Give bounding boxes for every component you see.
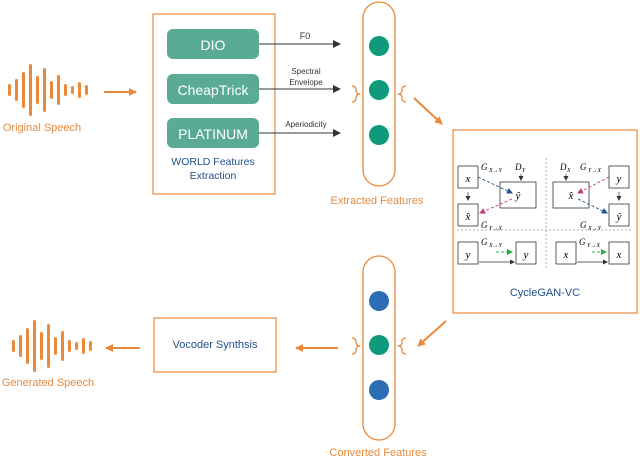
cyclegan-label: CycleGAN-VC: [510, 287, 580, 299]
waveform-bar: [8, 84, 11, 96]
extracted-right-brace-icon: [397, 85, 407, 103]
svg-text:x: x: [563, 249, 569, 261]
waveform-bar: [40, 332, 43, 360]
waveform-bar: [22, 72, 25, 108]
svg-text:Y→X: Y→X: [587, 243, 600, 249]
waveform-bar: [57, 75, 60, 105]
waveform-bar: [47, 324, 50, 368]
svg-text:X→Y: X→Y: [488, 168, 503, 174]
svg-text:y: y: [523, 249, 529, 261]
waveform-bar: [26, 328, 29, 364]
waveform-bar: [75, 342, 78, 350]
module-cheaptrick: [167, 74, 259, 104]
waveform-bar: [71, 86, 74, 94]
svg-text:x̂: x̂: [465, 211, 471, 223]
cyclegan-panel-backward: y ŷ x̂ D X G Y→X G X→Y: [552, 162, 630, 232]
module-platinum: [167, 118, 259, 148]
svg-text:G: G: [579, 237, 586, 247]
waveform-bar: [89, 341, 92, 351]
generated-speech-label: Generated Speech: [2, 377, 94, 389]
converted-node-1: [369, 291, 389, 311]
svg-text:x̂: x̂: [568, 190, 574, 202]
extracted-features-label: Extracted Features: [331, 195, 424, 207]
vocoder-box: [153, 317, 277, 373]
waveform-bar: [29, 64, 32, 116]
waveform-bar: [19, 335, 22, 357]
svg-text:Y→X: Y→X: [588, 168, 601, 174]
waveform-bar: [82, 338, 85, 354]
svg-text:G: G: [580, 162, 587, 172]
extracted-node-3: [369, 125, 389, 145]
svg-text:ŷ: ŷ: [515, 190, 521, 202]
svg-text:Y: Y: [522, 168, 526, 174]
extracted-left-brace-icon: [351, 85, 361, 103]
waveform-bar: [12, 340, 15, 352]
converted-node-2: [369, 335, 389, 355]
module-platinum-label: PLATINUM: [178, 126, 248, 142]
arrow-extracted-to-cyclegan: [413, 97, 443, 125]
waveform-bar: [36, 76, 39, 104]
waveform-bar: [43, 68, 46, 112]
svg-text:G: G: [481, 162, 488, 172]
spectral-label: Spectral: [291, 67, 321, 76]
waveform-bar: [15, 79, 18, 101]
original-speech-waveform-icon: [8, 64, 88, 116]
extracted-node-1: [369, 36, 389, 56]
envelope-label: Envelope: [289, 78, 323, 87]
arrow-cyclegan-to-converted: [417, 320, 447, 347]
svg-text:y: y: [616, 173, 622, 185]
waveform-bar: [85, 85, 88, 95]
vocoder-label: Vocoder Synthsis: [173, 339, 258, 351]
waveform-bar: [64, 84, 67, 96]
cyclegan-panel-forward: x x̂ ŷ G X→Y D Y G Y→X: [457, 162, 537, 232]
svg-text:D: D: [559, 162, 567, 172]
extracted-node-2: [369, 80, 389, 100]
svg-text:D: D: [514, 162, 522, 172]
cyclegan-box: [452, 129, 638, 314]
aperiodicity-label: Aperiodicity: [285, 120, 326, 129]
cyclegan-panel-identity-x: x x G Y→X: [555, 237, 630, 265]
svg-text:G: G: [481, 220, 488, 230]
svg-text:X: X: [566, 168, 571, 174]
converted-features-label: Converted Features: [329, 447, 427, 459]
cyclegan-panel-identity-y: y y G X→Y: [457, 237, 537, 265]
svg-text:ŷ: ŷ: [616, 211, 622, 223]
original-speech-label: Original Speech: [3, 122, 81, 134]
svg-text:X→Y: X→Y: [488, 243, 503, 249]
svg-text:x: x: [616, 249, 622, 261]
svg-text:G: G: [481, 237, 488, 247]
svg-text:X→Y: X→Y: [587, 226, 602, 232]
waveform-bar: [33, 320, 36, 372]
converted-left-brace-icon: [351, 337, 361, 355]
waveform-bar: [68, 340, 71, 352]
waveform-bar: [61, 331, 64, 361]
world-extraction-label-line2: Extraction: [190, 170, 237, 182]
converted-right-brace-icon: [397, 337, 407, 355]
generated-speech-waveform-icon: [12, 320, 92, 372]
svg-text:G: G: [580, 220, 587, 230]
svg-text:y: y: [465, 249, 471, 261]
f0-label: F0: [300, 31, 311, 41]
module-dio: [167, 29, 259, 59]
waveform-bar: [78, 82, 81, 98]
world-extraction-label-line1: WORLD Features: [171, 156, 254, 168]
svg-text:Y→X: Y→X: [489, 226, 502, 232]
waveform-bar: [54, 337, 57, 355]
module-cheaptrick-label: CheapTrick: [177, 82, 249, 98]
module-dio-label: DIO: [201, 37, 226, 53]
converted-node-3: [369, 380, 389, 400]
waveform-bar: [50, 81, 53, 99]
svg-text:x: x: [465, 173, 471, 185]
